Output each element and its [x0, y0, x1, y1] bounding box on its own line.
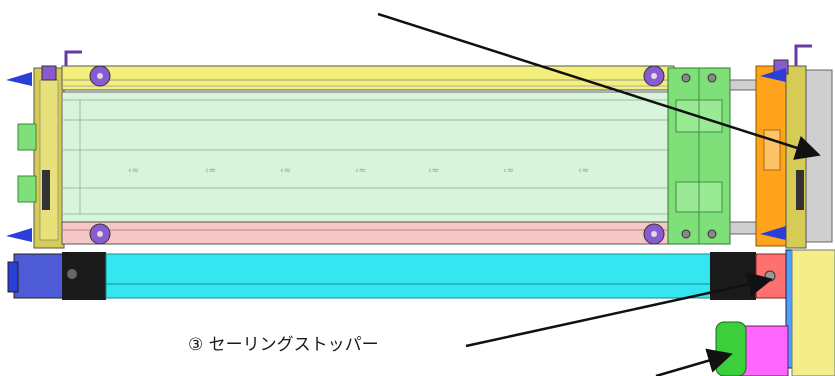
left-black-screw — [67, 269, 77, 279]
left-frame-inner — [39, 79, 59, 241]
left-green-tab — [17, 123, 37, 151]
sailing-stopper-label: ③ セーリングストッパー — [188, 335, 379, 355]
yellow-housing — [791, 249, 835, 376]
left-hook — [64, 50, 82, 72]
rail-bearing-center — [651, 73, 657, 79]
body-marking: ‹≈ — [428, 166, 439, 176]
orange-bracket-window — [763, 129, 781, 171]
right-frame-plate — [785, 65, 807, 249]
callout-arrow-knob — [655, 348, 733, 376]
rail-bearing-center — [651, 231, 657, 237]
left-hook-block — [41, 65, 57, 81]
bracket-screw — [707, 229, 717, 239]
main-body — [61, 91, 673, 223]
body-marking: ‹≈ — [355, 166, 366, 176]
body-marking: ‹≈ — [128, 166, 139, 176]
callout-arrow-plate — [377, 12, 821, 160]
body-marking: ‹≈ — [280, 166, 291, 176]
left-blue-tip — [6, 72, 32, 86]
bracket-screw — [707, 73, 717, 83]
right-hook — [794, 44, 812, 66]
cyan-tube — [105, 253, 713, 299]
left-green-tab — [17, 175, 37, 203]
lower-rail — [61, 221, 675, 245]
right-black-block — [710, 252, 756, 300]
callout-arrow-stopper — [465, 272, 773, 348]
rail-bearing-center — [97, 231, 103, 237]
body-marking: ‹≈ — [578, 166, 589, 176]
body-marking: ‹≈ — [503, 166, 514, 176]
body-marking: ‹≈ — [205, 166, 216, 176]
bracket-screw — [681, 73, 691, 83]
right-spring — [796, 170, 804, 210]
left-spring — [42, 170, 50, 210]
left-blue-tip — [6, 228, 32, 242]
magenta-motor — [741, 325, 789, 376]
right-blue-tip — [760, 68, 786, 82]
bracket-screw — [681, 229, 691, 239]
left-motor — [13, 253, 65, 299]
green-knob — [715, 321, 747, 376]
orange-bracket — [755, 65, 787, 247]
right-blue-tip — [760, 226, 786, 240]
rail-bearing-center — [97, 73, 103, 79]
left-motor-cap — [7, 261, 19, 293]
